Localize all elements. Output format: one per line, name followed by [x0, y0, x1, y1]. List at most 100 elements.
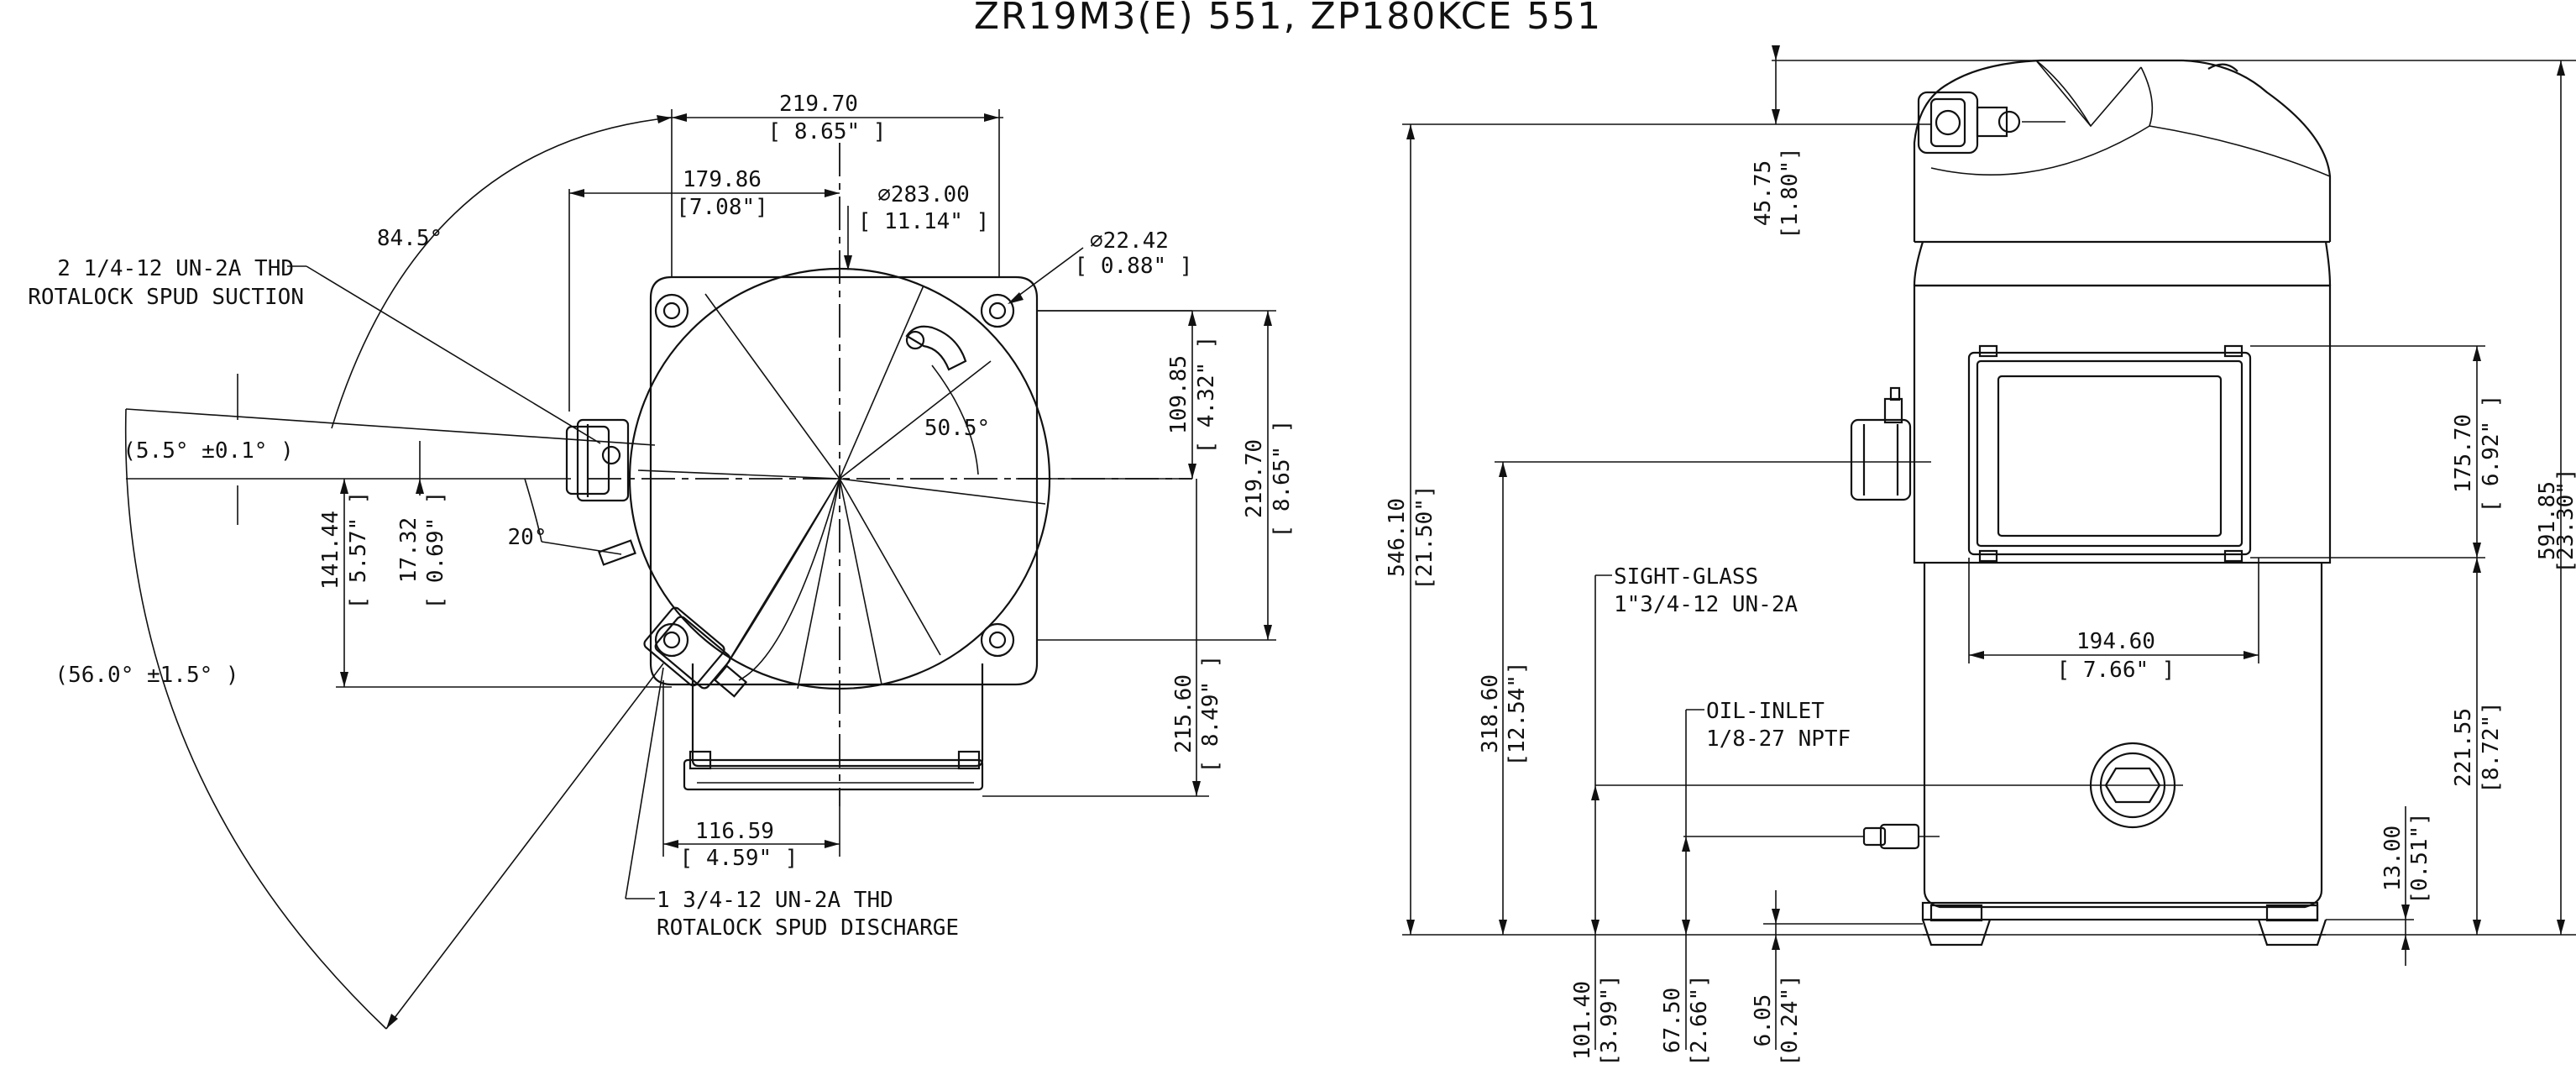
svg-text:[0.24"]: [0.24"] [1778, 974, 1803, 1067]
side-suction-spud [1850, 386, 1912, 501]
top-dome [1913, 59, 2332, 242]
dim-45: 45.75 [1.80"] [1751, 45, 2576, 239]
svg-text:215.60: 215.60 [1171, 674, 1196, 753]
dim-318: 318.60 [12.54"] [1478, 461, 1931, 935]
svg-text:[ 8.65" ]: [ 8.65" ] [1270, 420, 1295, 538]
dim-141: 141.44 [ 5.57" ] [318, 479, 672, 688]
svg-text:17.32: 17.32 [396, 517, 421, 583]
discharge-callout: 1 3/4-12 UN-2A THD ROTALOCK SPUD DISCHAR… [625, 667, 959, 941]
dim-17: 17.32 [ 0.69" ] [396, 441, 448, 609]
dim-6: 6.05 [0.24"] [1751, 890, 1923, 1067]
svg-text:[ 7.66" ]: [ 7.66" ] [2057, 658, 2175, 683]
svg-text:13.00: 13.00 [2380, 826, 2406, 891]
svg-text:84.5°: 84.5° [377, 226, 442, 251]
dim-219-vertical: 219.70 [ 8.65" ] [1037, 310, 1295, 641]
angle-50: 50.5° [924, 364, 990, 475]
svg-text:⌀283.00: ⌀283.00 [877, 182, 970, 207]
oil-inlet-fitting [1862, 823, 1940, 850]
dim-175: 175.70 [ 6.92" ] [2250, 345, 2504, 558]
svg-text:2 1/4-12 UN-2A THD: 2 1/4-12 UN-2A THD [57, 256, 294, 281]
dim-13: 13.00 [0.51"] [2326, 806, 2432, 966]
svg-text:ROTALOCK SPUD DISCHARGE: ROTALOCK SPUD DISCHARGE [657, 915, 959, 941]
svg-text:221.55: 221.55 [2451, 708, 2476, 787]
svg-text:SIGHT-GLASS: SIGHT-GLASS [1614, 564, 1758, 590]
shell-facets [637, 285, 1046, 690]
svg-text:179.86: 179.86 [683, 167, 762, 192]
svg-text:[ 4.32" ]: [ 4.32" ] [1194, 336, 1219, 454]
svg-text:1 3/4-12 UN-2A THD: 1 3/4-12 UN-2A THD [657, 888, 893, 913]
svg-text:175.70: 175.70 [2451, 414, 2476, 493]
discharge-spud [643, 606, 748, 698]
oil-inlet-callout: OIL-INLET 1/8-27 NPTF 67.50 [2.66"] [1660, 699, 1864, 1067]
svg-text:(56.0° ±1.5° ): (56.0° ±1.5° ) [55, 663, 238, 688]
svg-text:20°: 20° [508, 525, 547, 550]
terminal-cover [1967, 344, 2252, 563]
top-port-fitting [1917, 91, 2066, 155]
svg-text:318.60: 318.60 [1478, 674, 1503, 753]
angle-20: 20° [508, 478, 622, 555]
suction-spud [565, 418, 630, 502]
drawing-title: ZR19M3(E) 551, ZP180KCE 551 [974, 0, 1602, 38]
svg-text:1/8-27 NPTF: 1/8-27 NPTF [1706, 726, 1851, 752]
svg-text:1"3/4-12 UN-2A: 1"3/4-12 UN-2A [1614, 592, 1798, 617]
svg-text:194.60: 194.60 [2076, 629, 2155, 654]
svg-text:591.85: 591.85 [2535, 481, 2560, 560]
svg-text:[ 8.49" ]: [ 8.49" ] [1198, 655, 1223, 773]
svg-text:67.50: 67.50 [1660, 988, 1685, 1053]
dim-179-horizontal: 179.86 [7.08"] [568, 167, 840, 412]
svg-text:141.44: 141.44 [318, 511, 343, 590]
svg-text:[0.51"]: [0.51"] [2407, 812, 2432, 905]
dim-219-horizontal: 219.70 [ 8.65" ] [659, 92, 1003, 277]
dim-215: 215.60 [ 8.49" ] [982, 479, 1223, 797]
terminal-box [683, 663, 984, 791]
svg-text:[ 6.92" ]: [ 6.92" ] [2479, 395, 2504, 513]
dim-diameter: ⌀283.00 [ 11.14" ] [844, 182, 989, 270]
svg-text:[23.30"]: [23.30"] [2553, 468, 2576, 573]
svg-text:219.70: 219.70 [779, 92, 858, 117]
svg-text:[7.08"]: [7.08"] [676, 195, 768, 220]
svg-text:109.85: 109.85 [1166, 355, 1191, 434]
dim-221: 221.55 [8.72"] [2451, 558, 2504, 935]
dim-hole: ⌀22.42 [ 0.88" ] [1008, 228, 1192, 304]
angle-84: 84.5° [331, 115, 673, 429]
svg-text:[ 0.69" ]: [ 0.69" ] [423, 491, 448, 610]
angle-56: (56.0° ±1.5° ) [55, 408, 664, 1030]
side-fitting [598, 539, 636, 566]
dim-194: 194.60 [ 7.66" ] [1968, 558, 2259, 683]
mounting-hole-br [980, 622, 1015, 658]
svg-text:[12.54"]: [12.54"] [1505, 661, 1530, 766]
svg-text:45.75: 45.75 [1751, 160, 1776, 226]
lower-shell [1923, 563, 2323, 909]
svg-text:[ 8.65" ]: [ 8.65" ] [768, 119, 887, 144]
svg-text:546.10: 546.10 [1385, 498, 1410, 577]
svg-text:[ 0.88" ]: [ 0.88" ] [1075, 254, 1193, 279]
side-view: 546.10 [21.50"] 45.75 [1.80"] 591.85 [23… [1385, 45, 2576, 1067]
svg-text:[8.72"]: [8.72"] [2479, 701, 2504, 794]
dim-546: 546.10 [21.50"] [1385, 123, 1931, 935]
suction-callout: 2 1/4-12 UN-2A THD ROTALOCK SPUD SUCTION [28, 256, 601, 444]
svg-text:(5.5° ±0.1° ): (5.5° ±0.1° ) [123, 438, 294, 464]
mounting-hole-tl [654, 293, 689, 328]
top-view: 219.70 [ 8.65" ] 179.86 [7.08"] ⌀283.00 … [28, 92, 1295, 1030]
svg-text:50.5°: 50.5° [924, 416, 990, 441]
svg-text:[ 4.59" ]: [ 4.59" ] [680, 846, 798, 871]
svg-text:⌀22.42: ⌀22.42 [1090, 228, 1169, 254]
dim-591: 591.85 [23.30"] [2535, 60, 2576, 935]
top-fitting [905, 325, 967, 371]
sight-glass-callout: SIGHT-GLASS 1"3/4-12 UN-2A 101.40 [3.99"… [1570, 564, 2183, 1067]
svg-text:116.59: 116.59 [695, 819, 774, 844]
svg-text:219.70: 219.70 [1242, 439, 1267, 518]
dim-116: 116.59 [ 4.59" ] [662, 680, 840, 871]
svg-text:6.05: 6.05 [1751, 994, 1776, 1047]
base-feet [1921, 901, 2327, 947]
angle-5: (5.5° ±0.1° ) [123, 374, 656, 525]
svg-text:101.40: 101.40 [1570, 981, 1595, 1060]
mounting-hole-tr [980, 293, 1015, 328]
svg-text:OIL-INLET: OIL-INLET [1706, 699, 1825, 724]
svg-text:[21.50"]: [21.50"] [1412, 485, 1437, 590]
svg-text:[3.99"]: [3.99"] [1597, 974, 1622, 1067]
svg-text:[1.80"]: [1.80"] [1778, 147, 1803, 239]
mounting-plate [649, 275, 1039, 686]
svg-text:[ 11.14" ]: [ 11.14" ] [858, 209, 990, 234]
svg-text:[2.66"]: [2.66"] [1687, 974, 1712, 1067]
